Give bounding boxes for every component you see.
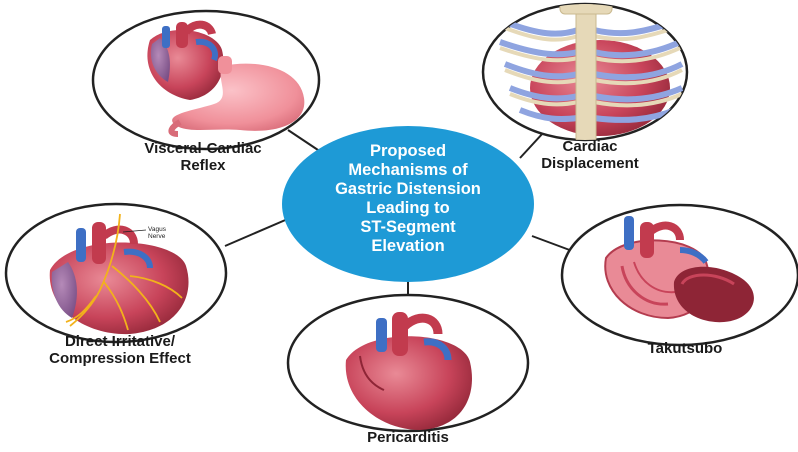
takutsubo-label: Takutsubo [630,340,740,357]
direct-irritative-label: Direct Irritative/ Compression Effect [30,333,210,367]
takutsubo-illustration [562,205,798,345]
visceral-cardiac-reflex-illustration [93,11,319,149]
connector-direct [225,218,290,246]
pericarditis-label: Pericarditis [348,429,468,446]
connector-takutsubo [532,236,575,252]
visceral-cardiac-reflex-label: Visceral-Cardiac Reflex [128,140,278,174]
direct-irritative-illustration [6,204,226,342]
vagus-nerve-label: Vagus Nerve [148,226,166,240]
center-title: Proposed Mechanisms of Gastric Distensio… [290,142,526,256]
pericarditis-illustration [288,295,528,431]
cardiac-displacement-label: Cardiac Displacement [520,138,660,172]
cardiac-displacement-illustration [483,0,687,144]
